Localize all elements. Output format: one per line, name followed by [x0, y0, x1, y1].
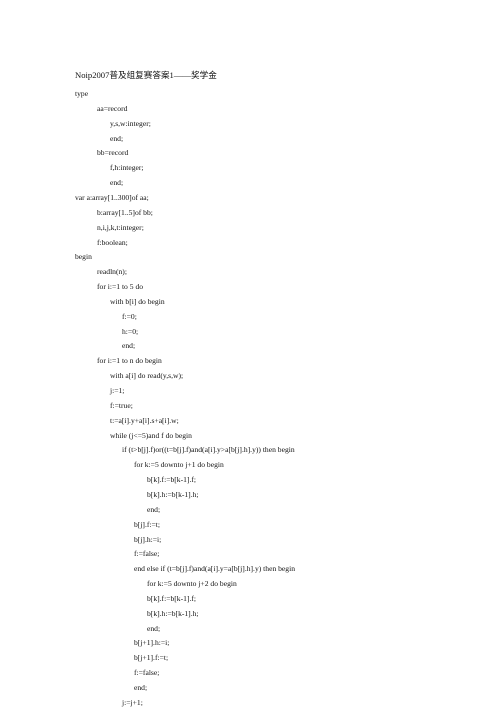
code-line: f:=true; — [110, 400, 133, 410]
code-line: b[k].f:=b[k-1].f; — [147, 475, 196, 485]
code-line: with b[i] do begin — [110, 296, 165, 306]
code-line: if (t>b[j].f)or((t=b[j].f)and(a[i].y>a[b… — [122, 445, 295, 455]
code-line: f:=false; — [134, 668, 160, 678]
code-line: b[j+1].h:=i; — [134, 638, 170, 648]
code-line: n,i,j,k,t:integer; — [97, 222, 144, 232]
code-line: aa=record — [97, 103, 128, 113]
code-line: for k:=5 downto j+2 do begin — [147, 579, 237, 589]
code-line: f:=false; — [134, 549, 160, 559]
code-line: while (j<=5)and f do begin — [110, 430, 192, 440]
code-line: b[j].f:=t; — [134, 519, 161, 529]
code-line: end else if (t=b[j].f)and(a[i].y=a[b[j].… — [134, 564, 296, 574]
code-line: readln(n); — [97, 267, 127, 277]
code-line: with a[i] do read(y,s,w); — [110, 371, 184, 381]
code-line: for i:=1 to 5 do — [97, 282, 144, 292]
code-line: b[j+1].f:=t; — [134, 653, 169, 663]
code-line: f,h:integer; — [110, 163, 144, 173]
code-line: var a:array[1..300]of aa; — [75, 192, 149, 202]
code-line: b[k].h:=b[k-1].h; — [147, 489, 199, 499]
document-title: Noip2007普及组复赛答案1——奖学金 — [75, 70, 217, 80]
code-line: begin — [75, 252, 92, 262]
code-line: t:=a[i].y+a[i].s+a[i].w; — [110, 415, 179, 425]
code-line: j:=j+1; — [122, 697, 143, 707]
code-line: end; — [110, 133, 124, 143]
code-line: b:array[1..5]of bb; — [97, 207, 153, 217]
code-line: type — [75, 89, 89, 98]
code-line: j:=1; — [110, 386, 125, 395]
code-line: end; — [122, 341, 136, 351]
code-line: for i:=1 to n do begin — [97, 356, 162, 366]
code-line: for k:=5 downto j+1 do begin — [134, 460, 224, 470]
code-line: end; — [147, 623, 161, 633]
code-line: end; — [134, 683, 148, 692]
code-line: end; — [110, 178, 124, 188]
code-line: h:=0; — [122, 326, 139, 336]
code-line: f:boolean; — [97, 237, 128, 247]
code-line: y,s,w:integer; — [110, 118, 151, 128]
code-line: f:=0; — [122, 311, 137, 321]
code-line: b[k].f:=b[k-1].f; — [147, 593, 196, 603]
code-line: end; — [147, 504, 161, 514]
code-line: b[j].h:=i; — [134, 534, 162, 544]
code-line: bb=record — [97, 148, 129, 158]
code-line: b[k].h:=b[k-1].h; — [147, 608, 199, 618]
